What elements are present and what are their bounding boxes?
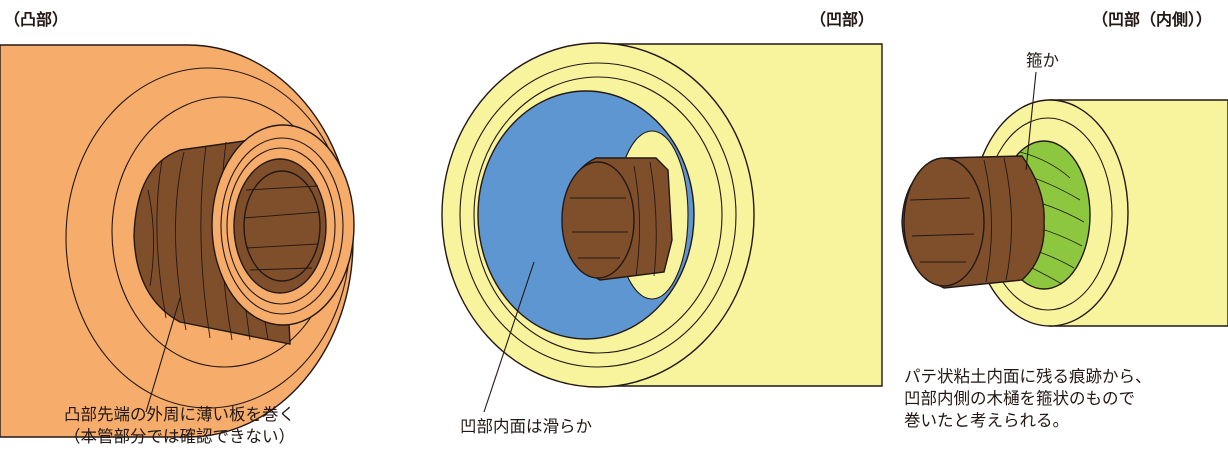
concave-leader-line	[483, 261, 535, 413]
caption-line: 凹部内面は滑らか	[460, 417, 592, 436]
concave-pipe	[441, 42, 883, 413]
caption-line: 凹部内側の木樋を箍状のもので	[904, 389, 1135, 408]
concave-caption: 凹部内面は滑らか	[460, 416, 592, 438]
caption-line: 凸部先端の外周に薄い板を巻く	[64, 405, 295, 424]
convex-wood-face-lines	[243, 185, 321, 271]
convex-leader-line	[145, 297, 181, 413]
concave-panel-title: （凹部）	[810, 10, 875, 29]
hoop-leader-line	[1025, 71, 1037, 171]
hoop-callout-label: 箍か	[1026, 51, 1059, 70]
concave-wood-lines	[570, 161, 657, 277]
caption-line: 巻いたと考えられる。	[904, 411, 1069, 430]
inner-wood-pipe-end	[903, 157, 985, 287]
concave-inner-caption: パテ状粘土内面に残る痕跡から、 凹部内側の木樋を箍状のもので 巻いたと考えられる…	[904, 366, 1152, 432]
convex-pipe	[0, 44, 355, 438]
convex-panel-title: （凸部）	[4, 10, 69, 29]
convex-caption: 凸部先端の外周に薄い板を巻く （本管部分では確認できない）	[64, 404, 295, 448]
inner-wood-lines	[909, 157, 1012, 283]
caption-line: （本管部分では確認できない）	[64, 427, 295, 446]
concave-wood-pipe-end	[561, 161, 635, 279]
concave-inner-panel-title: （凹部（内側））	[1092, 10, 1213, 29]
concave-inner-pipe	[901, 71, 1228, 327]
caption-line: パテ状粘土内面に残る痕跡から、	[904, 367, 1152, 386]
convex-wood-pipe-face	[243, 170, 321, 282]
